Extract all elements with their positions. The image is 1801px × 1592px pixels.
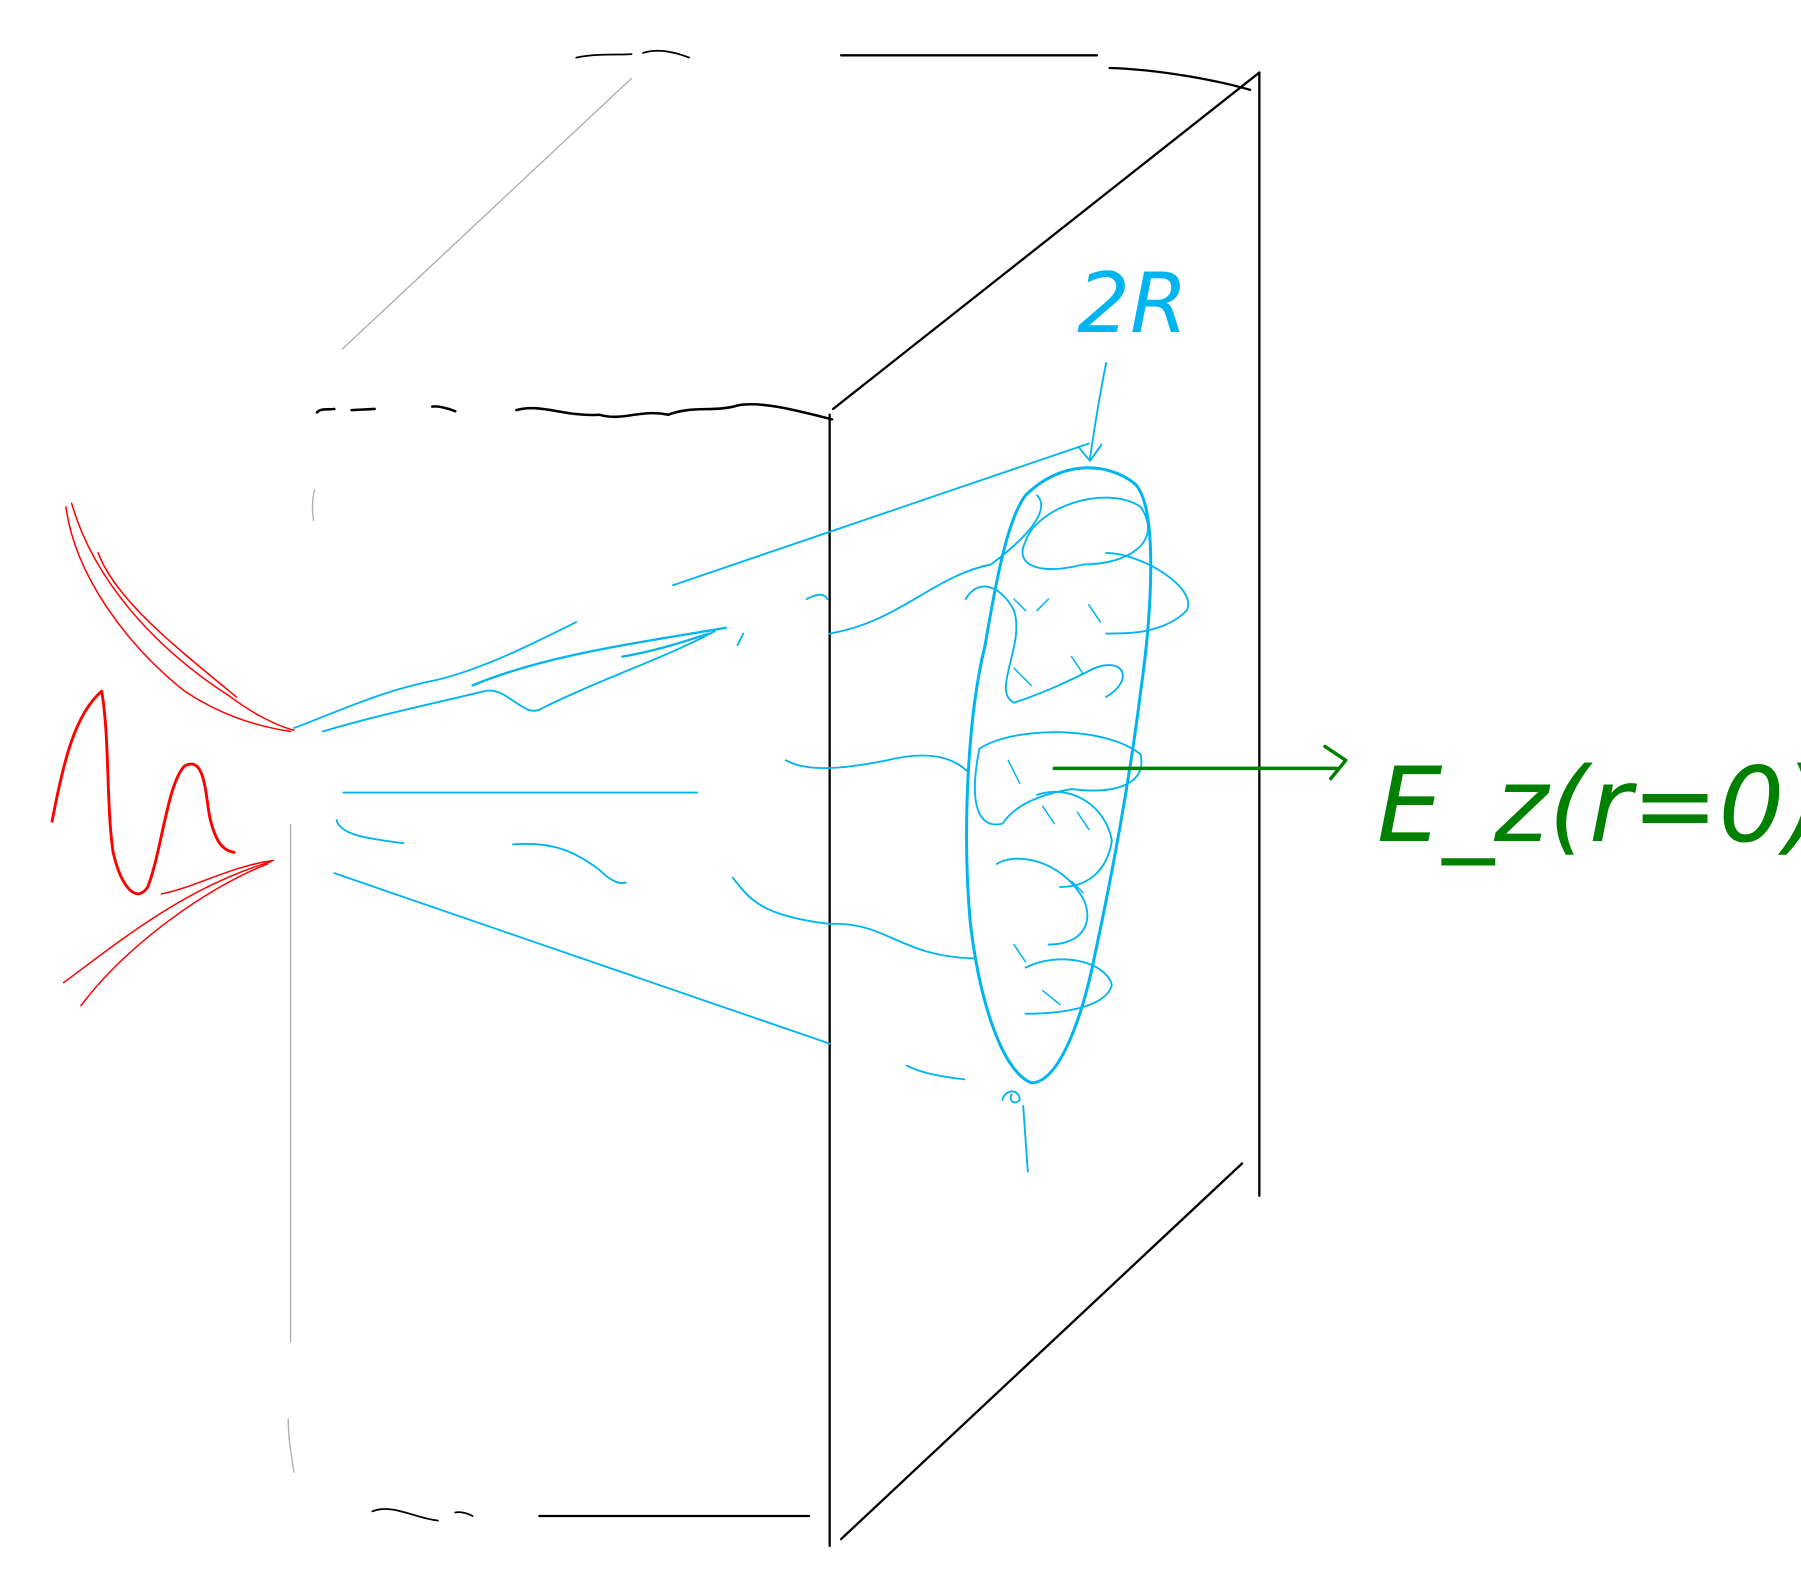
electron-beam <box>293 361 1190 1173</box>
box-outline <box>315 50 1261 1548</box>
field-arrow <box>1052 744 1348 781</box>
diameter-label: 2R <box>1077 255 1187 352</box>
field-label: E_z(r=0) <box>1377 746 1801 866</box>
laser-pulse <box>50 502 295 1007</box>
box-hidden-edges <box>287 77 633 1473</box>
